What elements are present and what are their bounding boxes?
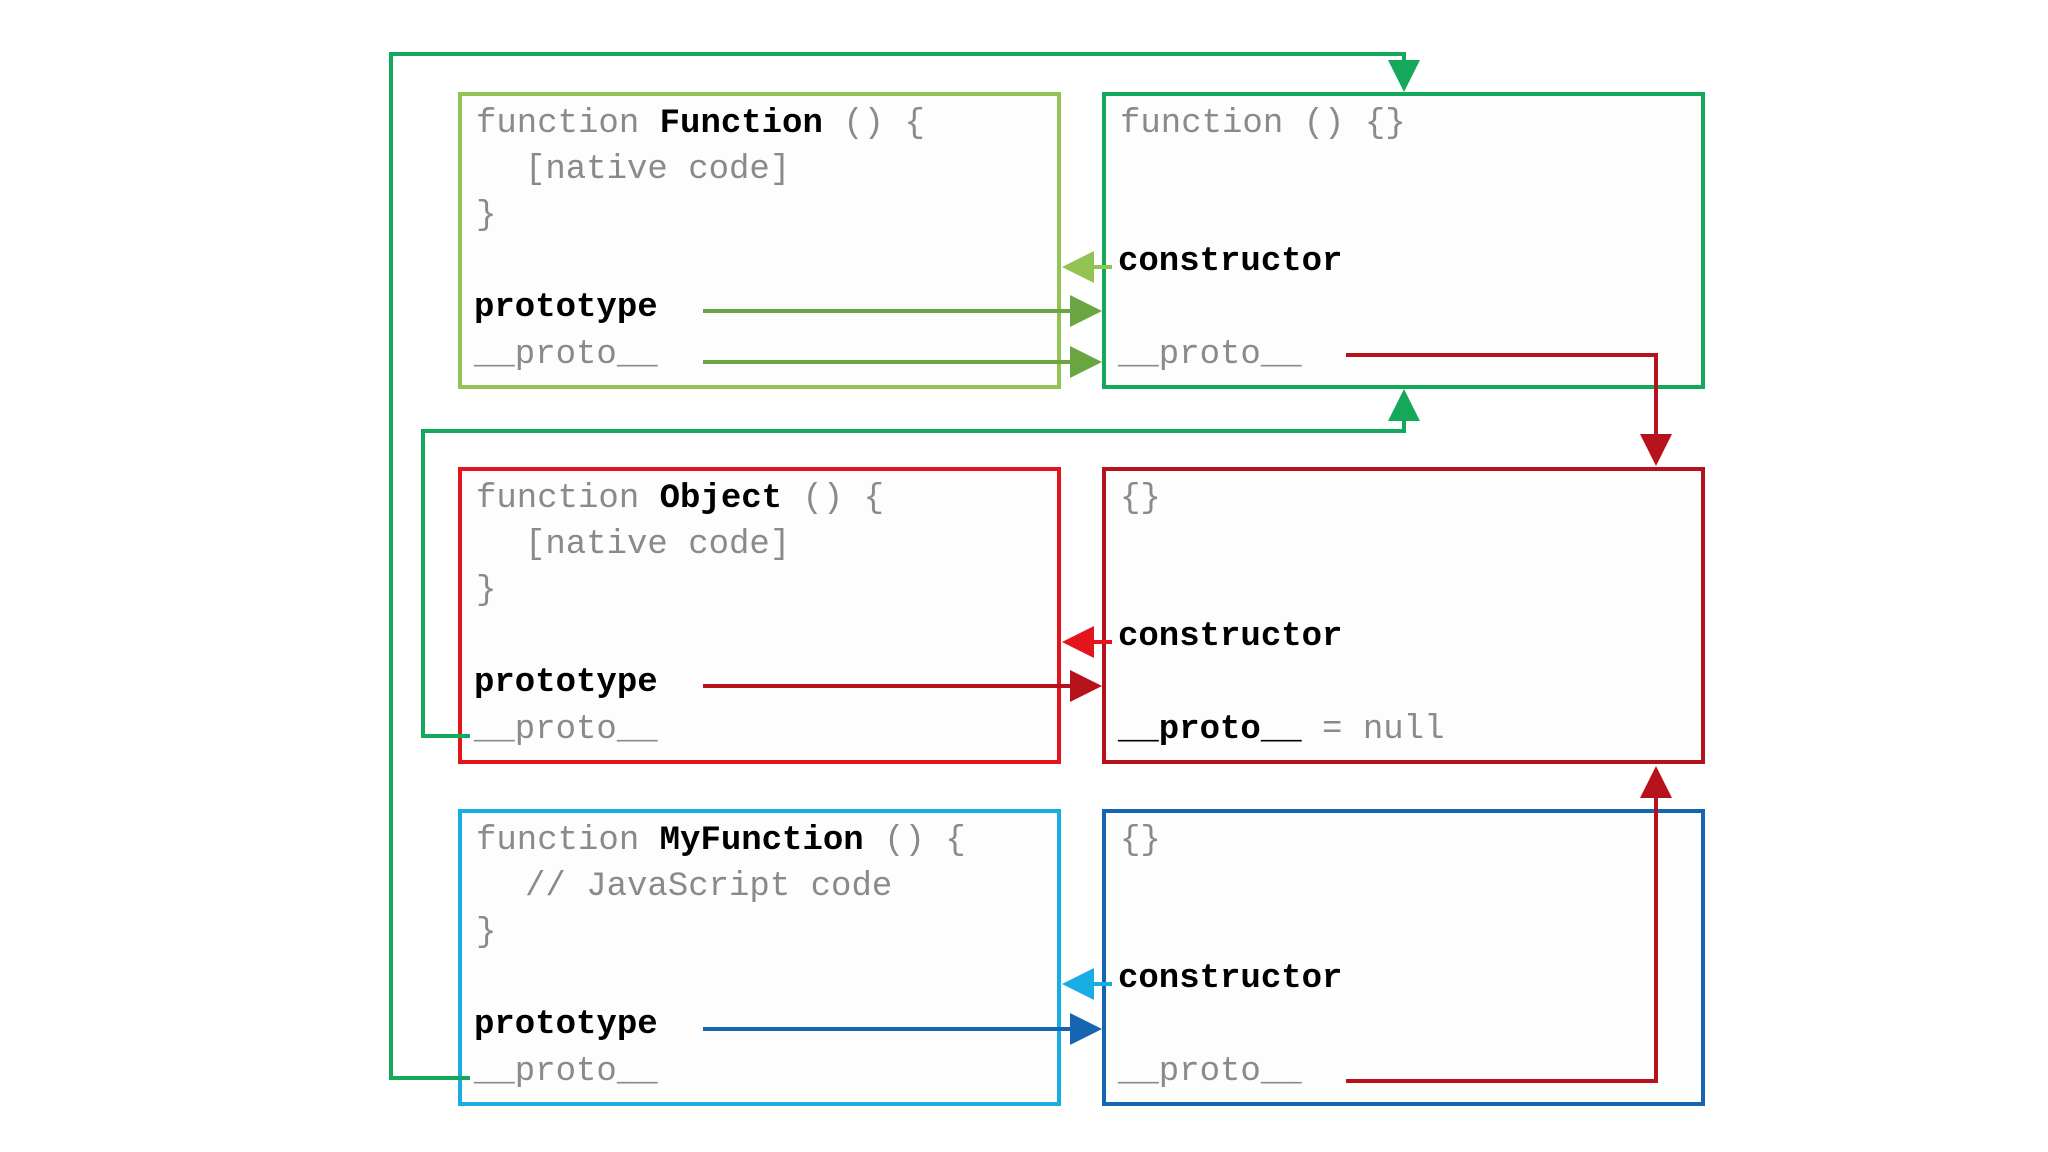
myfunction-proto-arrow — [389, 52, 1420, 1080]
object-prototype-proto-label: __proto__ — [1118, 711, 1302, 749]
object-name: Object — [659, 480, 783, 518]
object-prototype-label: prototype — [474, 664, 658, 702]
function-prototype-constructor-label: constructor — [1118, 243, 1343, 281]
function-signature-line: function Function () { — [476, 104, 925, 144]
object-body-text: [native code] — [525, 526, 791, 564]
myfunction-name: MyFunction — [659, 822, 864, 860]
function-prototype-header: function () {} — [1120, 105, 1406, 143]
object-proto-label: __proto__ — [474, 711, 658, 749]
myfunction-prototype-header: {} — [1120, 822, 1161, 860]
myfunction-keyword: function — [476, 822, 640, 860]
function-name: Function — [659, 105, 823, 143]
function-close-brace: } — [476, 197, 497, 235]
object-signature-line: function Object () { — [476, 479, 884, 519]
myfunction-proto-label: __proto__ — [474, 1053, 658, 1091]
object-close-brace: } — [476, 572, 497, 610]
function-proto-label: __proto__ — [474, 336, 658, 374]
object-keyword: function — [476, 480, 640, 518]
myfunction-body-text: // JavaScript code — [525, 868, 893, 906]
myfunction-prototype-proto-label: __proto__ — [1118, 1053, 1302, 1091]
function-prototype-object-box — [1102, 92, 1705, 389]
object-parens: () { — [802, 480, 885, 518]
function-keyword: function — [476, 105, 640, 143]
myfunction-prototype-constructor-label: constructor — [1118, 960, 1343, 998]
myfunction-prototype-proto-arrow — [1346, 766, 1672, 1083]
object-prototype-header: {} — [1120, 480, 1161, 518]
object-proto-arrow — [421, 389, 1420, 738]
myfunction-constructor-box — [458, 809, 1061, 1106]
myfunction-close-brace: } — [476, 914, 497, 952]
function-prototype-label: prototype — [474, 289, 658, 327]
myfunction-prototype-object-box — [1102, 809, 1705, 1106]
myfunction-parens: () { — [884, 822, 966, 860]
myfunction-signature-line: function MyFunction () { — [476, 821, 966, 861]
myfunction-prototype-label: prototype — [474, 1006, 658, 1044]
object-prototype-object-box — [1102, 467, 1705, 764]
function-constructor-box — [458, 92, 1061, 389]
object-prototype-constructor-label: constructor — [1118, 618, 1343, 656]
function-prototype-proto-arrow — [1346, 353, 1672, 466]
function-body-text: [native code] — [525, 151, 791, 189]
function-prototype-proto-label: __proto__ — [1118, 336, 1302, 374]
null-value: = null — [1322, 711, 1445, 749]
function-parens: () { — [843, 105, 925, 143]
object-constructor-box — [458, 467, 1061, 764]
object-prototype-proto-line: __proto__ = null — [1118, 710, 1444, 750]
